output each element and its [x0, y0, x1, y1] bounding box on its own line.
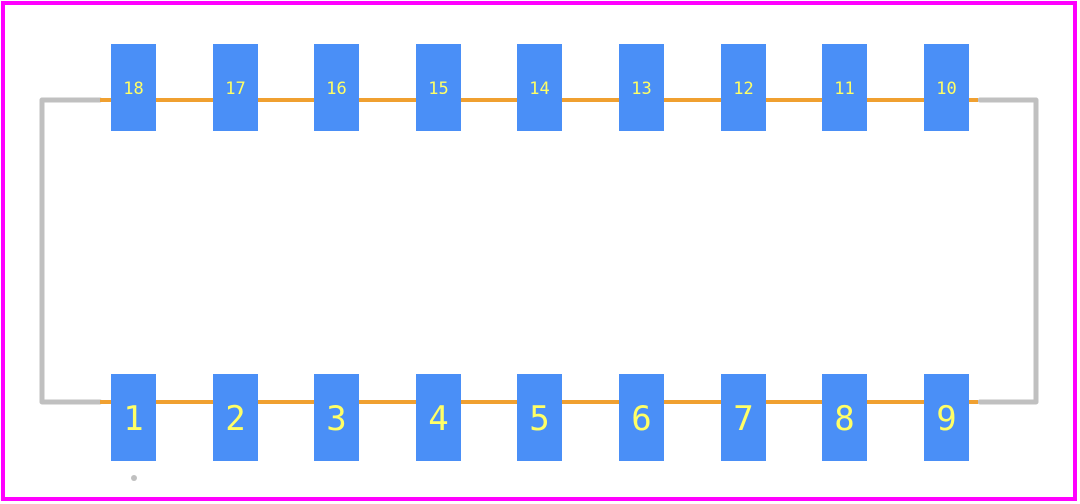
- pad-label-9: 9: [936, 399, 956, 439]
- pad-label-14: 14: [529, 79, 549, 99]
- silkscreen-right-bracket: [977, 97, 1039, 405]
- pad-11: [822, 44, 867, 131]
- pad-label-11: 11: [834, 79, 854, 99]
- pad-label-5: 5: [529, 399, 549, 439]
- pad-row-top: 18 17 16 15 14 13 12 11 10: [111, 44, 969, 131]
- pad-label-18: 18: [123, 79, 143, 99]
- pad-14: [517, 44, 562, 131]
- pad-label-16: 16: [326, 79, 346, 99]
- pad-label-8: 8: [834, 399, 854, 439]
- pad-label-6: 6: [631, 399, 651, 439]
- pad-label-2: 2: [225, 399, 245, 439]
- pad-label-1: 1: [123, 399, 143, 439]
- pin1-marker-dot: [131, 475, 137, 481]
- pad-12: [721, 44, 766, 131]
- pad-label-17: 17: [225, 79, 245, 99]
- pad-10: [924, 44, 969, 131]
- pad-7: [721, 374, 766, 461]
- pad-row-bottom: 1 2 3 4 5 6 7 8 9: [111, 374, 969, 461]
- pad-label-13: 13: [631, 79, 651, 99]
- pad-1: [111, 374, 156, 461]
- pad-4: [416, 374, 461, 461]
- pad-9: [924, 374, 969, 461]
- pad-3: [314, 374, 359, 461]
- pad-label-10: 10: [936, 79, 956, 99]
- pad-5: [517, 374, 562, 461]
- pad-label-3: 3: [326, 399, 346, 439]
- pad-18: [111, 44, 156, 131]
- pad-label-12: 12: [733, 79, 753, 99]
- pad-17: [213, 44, 258, 131]
- pad-label-4: 4: [428, 399, 448, 439]
- pad-2: [213, 374, 258, 461]
- pad-8: [822, 374, 867, 461]
- pad-16: [314, 44, 359, 131]
- pad-label-15: 15: [428, 79, 448, 99]
- pad-6: [619, 374, 664, 461]
- pad-15: [416, 44, 461, 131]
- silkscreen-left-bracket: [39, 97, 103, 405]
- pad-label-7: 7: [733, 399, 753, 439]
- pad-13: [619, 44, 664, 131]
